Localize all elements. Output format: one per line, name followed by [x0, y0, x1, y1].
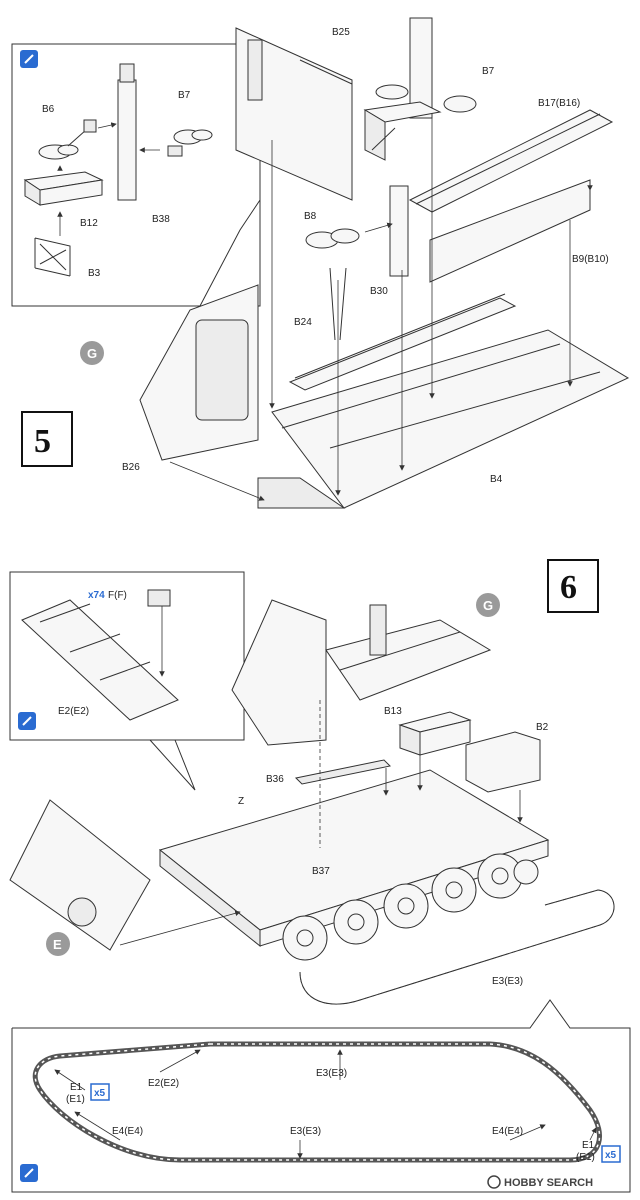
step5-main-assembly	[139, 17, 630, 509]
step6-main-assembly	[9, 599, 615, 1005]
step5-label-b17: B17(B16)	[538, 98, 580, 109]
step5-inset-parts	[23, 63, 213, 277]
track-label-e3-bottom: E3(E3)	[290, 1126, 321, 1137]
step5-label-b24: B24	[294, 317, 312, 328]
step5-inset-label-b7: B7	[178, 90, 191, 101]
step6-inset-label-f: F(F)	[108, 590, 127, 601]
track-label-e4-right: E4(E4)	[492, 1126, 523, 1137]
step6-track-link-inset	[9, 571, 245, 791]
step6-label-e3: E3(E3)	[492, 976, 523, 987]
track-label-e1-right-sub: (E1)	[576, 1152, 595, 1163]
step5-number-box: 5	[21, 411, 73, 467]
step5-inset-label-b12: B12	[80, 218, 98, 229]
step5-label-b8: B8	[304, 211, 317, 222]
step5-label-b26: B26	[122, 462, 140, 473]
track-detail-inset	[11, 999, 631, 1193]
step5-label-b30: B30	[370, 286, 388, 297]
track-multiplier-right: x5	[601, 1145, 621, 1163]
svg-text:G: G	[87, 346, 97, 361]
step6-number: 6	[560, 569, 577, 606]
step6-label-b36: B36	[266, 774, 284, 785]
step6-label-b2: B2	[536, 722, 549, 733]
track-multiplier-left: x5	[90, 1083, 110, 1101]
track-label-e1-left-sub: (E1)	[66, 1094, 85, 1105]
track-label-e1-left: E1	[70, 1082, 83, 1093]
watermark: HOBBY SEARCH	[487, 1175, 593, 1189]
track-label-e3-top: E3(E3)	[316, 1068, 347, 1079]
step6-subassembly-badge-g: G	[476, 593, 500, 617]
svg-text:x5: x5	[94, 1088, 106, 1099]
step5-inset-label-b6: B6	[42, 104, 55, 115]
step6-label-z: Z	[238, 796, 244, 807]
svg-text:E: E	[53, 937, 62, 952]
step5-inset-label-b38: B38	[152, 214, 170, 225]
svg-text:x5: x5	[605, 1150, 617, 1161]
step6-number-box: 6	[547, 559, 599, 613]
step5-label-b9: B9(B10)	[572, 254, 609, 265]
step5-label-b25: B25	[332, 27, 350, 38]
step6-label-b37: B37	[312, 866, 330, 877]
step5-subassembly-badge: G	[80, 341, 104, 365]
step6-inset-label-e2: E2(E2)	[58, 706, 89, 717]
step5-number: 5	[34, 423, 51, 460]
watermark-text: HOBBY SEARCH	[504, 1177, 593, 1189]
track-label-e4-left: E4(E4)	[112, 1126, 143, 1137]
step6-inset-multiplier: x74	[88, 590, 105, 601]
step5-label-b4: B4	[490, 474, 503, 485]
step5-inset-glue-icon	[20, 50, 38, 68]
step6-label-b13: B13	[384, 706, 402, 717]
svg-text:G: G	[483, 598, 493, 613]
track-label-e1-right: E1	[582, 1140, 595, 1151]
step6-subassembly-badge-e: E	[46, 932, 70, 956]
step5-label-b7: B7	[482, 66, 495, 77]
step5-inset-label-b3: B3	[88, 268, 101, 279]
track-label-e2: E2(E2)	[148, 1078, 179, 1089]
